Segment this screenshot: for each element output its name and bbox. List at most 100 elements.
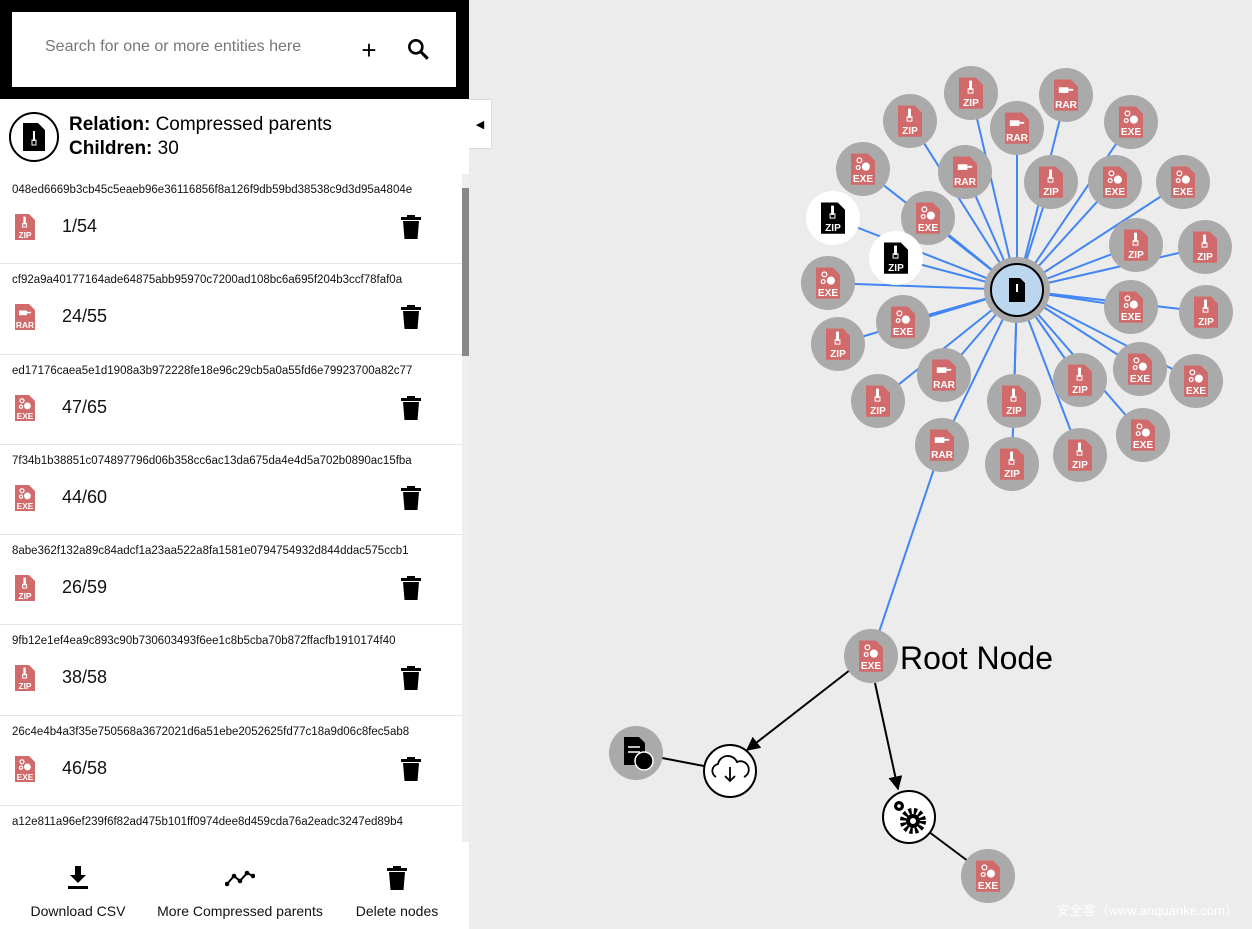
svg-text:ZIP: ZIP bbox=[963, 98, 979, 109]
child-node-zip[interactable]: ZIP bbox=[851, 374, 905, 428]
graph-edge bbox=[1016, 181, 1184, 291]
svg-text:ZIP: ZIP bbox=[888, 263, 904, 274]
download-csv-label: Download CSV bbox=[30, 903, 126, 919]
delete-item-icon[interactable] bbox=[401, 215, 421, 239]
list-item[interactable]: 26c4e4b4a3f35e750568a3672021d6a51ebe2052… bbox=[0, 716, 462, 807]
svg-text:EXE: EXE bbox=[818, 288, 838, 299]
more-compressed-parents-button[interactable]: More Compressed parents bbox=[150, 863, 330, 919]
svg-text:RAR: RAR bbox=[931, 450, 954, 461]
child-node-zip[interactable]: ZIP bbox=[1053, 428, 1107, 482]
svg-text:EXE: EXE bbox=[17, 501, 34, 511]
hash-text: a12e811a96ef239f6f82ad475b101ff0974dee8d… bbox=[12, 816, 403, 829]
hash-text: 048ed6669b3cb45c5eaeb96e36116856f8a126f9… bbox=[12, 184, 413, 196]
svg-text:ZIP: ZIP bbox=[1072, 385, 1088, 396]
list-item[interactable]: cf92a9a40177164ade64875abb95970c7200ad10… bbox=[0, 264, 462, 355]
scrollbar-thumb[interactable] bbox=[462, 188, 469, 356]
svg-text:EXE: EXE bbox=[17, 772, 34, 782]
delete-item-icon[interactable] bbox=[401, 576, 421, 601]
root-node[interactable]: EXE bbox=[844, 629, 898, 683]
svg-text:ZIP: ZIP bbox=[825, 223, 841, 234]
root-node-label: Root Node bbox=[900, 640, 1053, 676]
list-item[interactable]: 9fb12e1ef4ea9c893c90b730603493f6ee1c8b5c… bbox=[0, 625, 462, 716]
graph-edge bbox=[970, 92, 1018, 291]
child-node-exe[interactable]: EXE bbox=[801, 256, 855, 310]
child-node-zip[interactable]: ZIP bbox=[869, 231, 923, 285]
svg-text:EXE: EXE bbox=[1121, 312, 1141, 323]
child-node-exe[interactable]: EXE bbox=[1169, 354, 1223, 408]
child-node-zip[interactable]: ZIP bbox=[1178, 220, 1232, 274]
delete-item-icon[interactable] bbox=[401, 485, 421, 510]
search-icon[interactable] bbox=[404, 36, 432, 64]
child-node-rar[interactable]: RAR bbox=[1039, 68, 1093, 122]
svg-text:RAR: RAR bbox=[933, 380, 956, 391]
child-node-exe[interactable]: EXE bbox=[1104, 280, 1158, 334]
children-value: 30 bbox=[157, 138, 179, 159]
zip-file-icon: ZIP bbox=[15, 575, 35, 602]
detection-count: 46/58 bbox=[62, 757, 108, 778]
plus-icon[interactable]: + bbox=[361, 35, 377, 65]
delete-item-icon[interactable] bbox=[401, 395, 421, 420]
child-node-zip[interactable]: ZIP bbox=[811, 317, 865, 371]
selected-hub-node[interactable] bbox=[984, 257, 1050, 323]
hash-text: 7f34b1b38851c074897796d06b358cc6ac13da67… bbox=[12, 454, 412, 467]
child-node-zip[interactable]: ZIP bbox=[987, 374, 1041, 428]
child-node-rar[interactable]: RAR bbox=[990, 101, 1044, 155]
child-node-zip[interactable]: ZIP bbox=[1053, 353, 1107, 407]
child-node-exe[interactable]: EXE bbox=[876, 295, 930, 349]
child-node-exe[interactable]: EXE bbox=[1113, 342, 1167, 396]
child-node-zip[interactable]: ZIP bbox=[806, 191, 860, 245]
svg-text:RAR: RAR bbox=[16, 320, 34, 330]
child-node-rar[interactable]: RAR bbox=[915, 418, 969, 472]
child-node-exe[interactable]: EXE bbox=[836, 142, 890, 196]
svg-text:RAR: RAR bbox=[954, 177, 977, 188]
child-node-rar[interactable]: RAR bbox=[938, 145, 992, 199]
graph-edge bbox=[909, 120, 1018, 291]
delete-item-icon[interactable] bbox=[401, 756, 421, 781]
svg-text:ZIP: ZIP bbox=[18, 681, 31, 691]
web-document-node[interactable] bbox=[609, 726, 663, 780]
leaf-exe-node[interactable]: EXE bbox=[961, 849, 1015, 903]
process-gear-node[interactable] bbox=[882, 790, 936, 844]
delete-nodes-button[interactable]: Delete nodes bbox=[352, 863, 442, 919]
child-node-zip[interactable]: ZIP bbox=[1179, 285, 1233, 339]
child-node-rar[interactable]: RAR bbox=[917, 348, 971, 402]
search-input[interactable] bbox=[45, 38, 325, 56]
child-node-zip[interactable]: ZIP bbox=[985, 437, 1039, 491]
child-node-exe[interactable]: EXE bbox=[1088, 155, 1142, 209]
svg-text:EXE: EXE bbox=[1186, 386, 1206, 397]
detection-count: 24/55 bbox=[62, 306, 108, 327]
child-node-zip[interactable]: ZIP bbox=[1024, 155, 1078, 209]
list-item[interactable]: 8abe362f132a89c84adcf1a23aa522a8fa1581e0… bbox=[0, 535, 462, 626]
search-bar: + bbox=[0, 0, 469, 99]
graph-edge bbox=[870, 444, 943, 657]
list-item[interactable]: 7f34b1b38851c074897796d06b358cc6ac13da67… bbox=[0, 445, 462, 536]
list-item[interactable]: ed17176caea5e1d1908a3b972228fe18e96c29cb… bbox=[0, 355, 462, 445]
svg-text:EXE: EXE bbox=[1133, 440, 1153, 451]
svg-text:ZIP: ZIP bbox=[1198, 317, 1214, 328]
child-node-zip[interactable]: ZIP bbox=[944, 66, 998, 120]
detection-count: 44/60 bbox=[62, 486, 108, 507]
scrollbar[interactable] bbox=[462, 174, 469, 842]
detection-count: 38/58 bbox=[62, 667, 108, 688]
node-list: 048ed6669b3cb45c5eaeb96e36116856f8a126f9… bbox=[0, 174, 462, 842]
list-item[interactable]: a12e811a96ef239f6f82ad475b101ff0974dee8d… bbox=[0, 806, 462, 842]
svg-text:ZIP: ZIP bbox=[1004, 469, 1020, 480]
child-node-exe[interactable]: EXE bbox=[1156, 155, 1210, 209]
child-node-zip[interactable]: ZIP bbox=[1109, 218, 1163, 272]
child-node-exe[interactable]: EXE bbox=[1104, 95, 1158, 149]
child-node-exe[interactable]: EXE bbox=[1116, 408, 1170, 462]
download-csv-button[interactable]: Download CSV bbox=[28, 863, 128, 919]
rar-file-icon: RAR bbox=[15, 304, 35, 331]
list-item[interactable]: 048ed6669b3cb45c5eaeb96e36116856f8a126f9… bbox=[0, 174, 462, 265]
delete-item-icon[interactable] bbox=[401, 305, 421, 330]
hash-text: 26c4e4b4a3f35e750568a3672021d6a51ebe2052… bbox=[12, 725, 410, 738]
timeline-icon bbox=[150, 863, 330, 893]
child-node-zip[interactable]: ZIP bbox=[883, 94, 937, 148]
delete-item-icon[interactable] bbox=[401, 666, 421, 691]
collapse-panel-button[interactable]: ◀ bbox=[469, 99, 492, 149]
svg-text:EXE: EXE bbox=[1121, 127, 1141, 138]
zip-file-icon: ZIP bbox=[15, 665, 35, 692]
child-node-exe[interactable]: EXE bbox=[901, 191, 955, 245]
cloud-download-node[interactable] bbox=[703, 744, 757, 798]
